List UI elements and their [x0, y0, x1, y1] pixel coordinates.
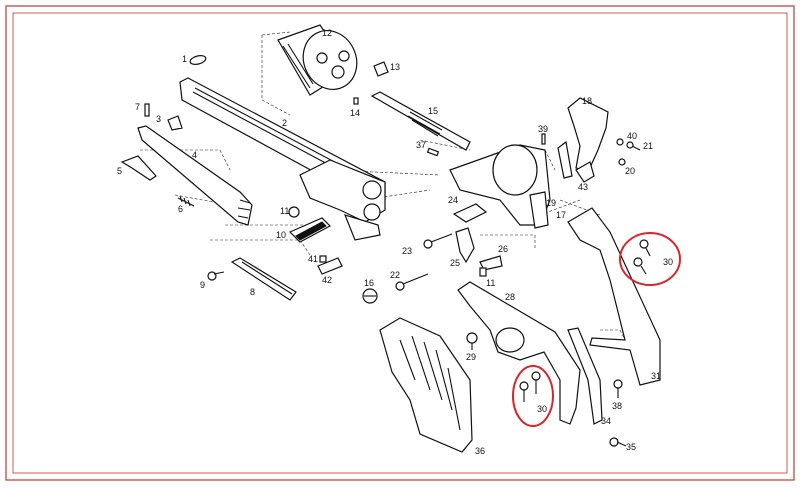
label-18: 18: [582, 96, 592, 106]
label-16: 16: [364, 278, 374, 288]
label-10: 10: [276, 230, 286, 240]
label-12: 12: [322, 28, 332, 38]
label-30-upper: 30: [663, 257, 673, 267]
part-9-screw: [207, 271, 225, 281]
label-3: 3: [156, 114, 161, 124]
label-17: 17: [556, 210, 566, 220]
part-43-hand: [557, 140, 595, 183]
label-20: 20: [625, 166, 635, 176]
label-42: 42: [322, 275, 332, 285]
label-23: 23: [402, 246, 412, 256]
label-5: 5: [117, 166, 122, 176]
part-labels: 1 2 3 4 5 6 7 8 9 10 11 11 12 13 14 15 1…: [117, 28, 673, 456]
part-24-bolt: [452, 203, 488, 223]
part-22-screw: [395, 273, 429, 291]
part-3-wedge: [167, 115, 183, 131]
label-40: 40: [627, 131, 637, 141]
label-39: 39: [538, 124, 548, 134]
part-10-wedge-block: [288, 217, 331, 243]
outer-border: [5, 5, 795, 481]
label-6: 6: [178, 204, 183, 214]
part-34-mainspring: [567, 327, 603, 425]
part-30-screws-upper: [633, 239, 651, 275]
part-23-screw: [423, 233, 453, 249]
label-7: 7: [135, 102, 140, 112]
part-42-block: [317, 257, 343, 275]
label-11a: 11: [280, 206, 289, 216]
label-15: 15: [428, 106, 438, 116]
label-2: 2: [282, 118, 287, 128]
label-24: 24: [448, 195, 458, 205]
part-13-nipple: [373, 61, 389, 77]
part-29-screw: [466, 332, 478, 350]
label-30-lower: 30: [537, 404, 547, 414]
label-38: 38: [612, 401, 622, 411]
part-11-small-nut-upper: [288, 206, 300, 218]
part-2-barrel: [179, 77, 386, 241]
label-31: 31: [651, 371, 661, 381]
part-38-screw: [613, 379, 623, 398]
label-4: 4: [192, 150, 197, 160]
label-43: 43: [578, 182, 588, 192]
label-13: 13: [390, 62, 400, 72]
part-15-cylinder-arbor: [370, 91, 471, 151]
label-9: 9: [200, 280, 205, 290]
part-41-screw: [319, 255, 327, 263]
label-25: 25: [450, 258, 460, 268]
label-22: 22: [390, 270, 400, 280]
part-8-rammer: [230, 257, 297, 301]
label-26: 26: [498, 244, 508, 254]
label-29: 29: [466, 352, 476, 362]
label-19: 19: [546, 198, 556, 208]
part-26-spring: [479, 255, 503, 271]
label-28: 28: [505, 292, 515, 302]
part-31-backstrap: [567, 207, 661, 386]
part-12-cylinder: [277, 24, 358, 96]
highlight-circle-upper: [619, 232, 681, 286]
part-37-pin: [426, 147, 440, 157]
label-37: 37: [416, 140, 426, 150]
label-1: 1: [182, 54, 187, 64]
label-36: 36: [475, 446, 485, 456]
label-14: 14: [350, 108, 360, 118]
highlight-circle-lower: [512, 365, 554, 427]
part-21-screw: [626, 141, 641, 151]
part-17-frame: [449, 144, 551, 229]
part-11-small-nut-lower: [479, 267, 487, 277]
part-6-spring: [177, 195, 195, 207]
part-39-pin: [541, 133, 546, 145]
part-16-screw-head: [362, 288, 378, 304]
part-4-loading-lever: [137, 125, 253, 226]
part-36-grip: [379, 317, 473, 453]
label-41: 41: [308, 254, 318, 264]
label-8: 8: [250, 287, 255, 297]
label-34: 34: [601, 416, 611, 426]
highlight-circles: [512, 232, 681, 427]
part-28-trigger-guard: [457, 281, 581, 425]
part-20-screw: [618, 158, 626, 166]
part-25-trigger: [455, 227, 475, 264]
inner-border: [12, 12, 788, 474]
part-7-pin: [144, 103, 150, 117]
part-14-pin: [353, 97, 359, 105]
label-11b: 11: [486, 278, 495, 288]
part-18-hammer: [567, 97, 609, 173]
part-1-front-sight: [189, 55, 207, 65]
part-35-screw: [609, 437, 627, 447]
label-21: 21: [643, 141, 653, 151]
part-5-latch: [120, 155, 157, 181]
part-30-screws-lower: [519, 371, 541, 402]
part-40-pin: [616, 138, 624, 146]
label-35: 35: [626, 442, 636, 452]
